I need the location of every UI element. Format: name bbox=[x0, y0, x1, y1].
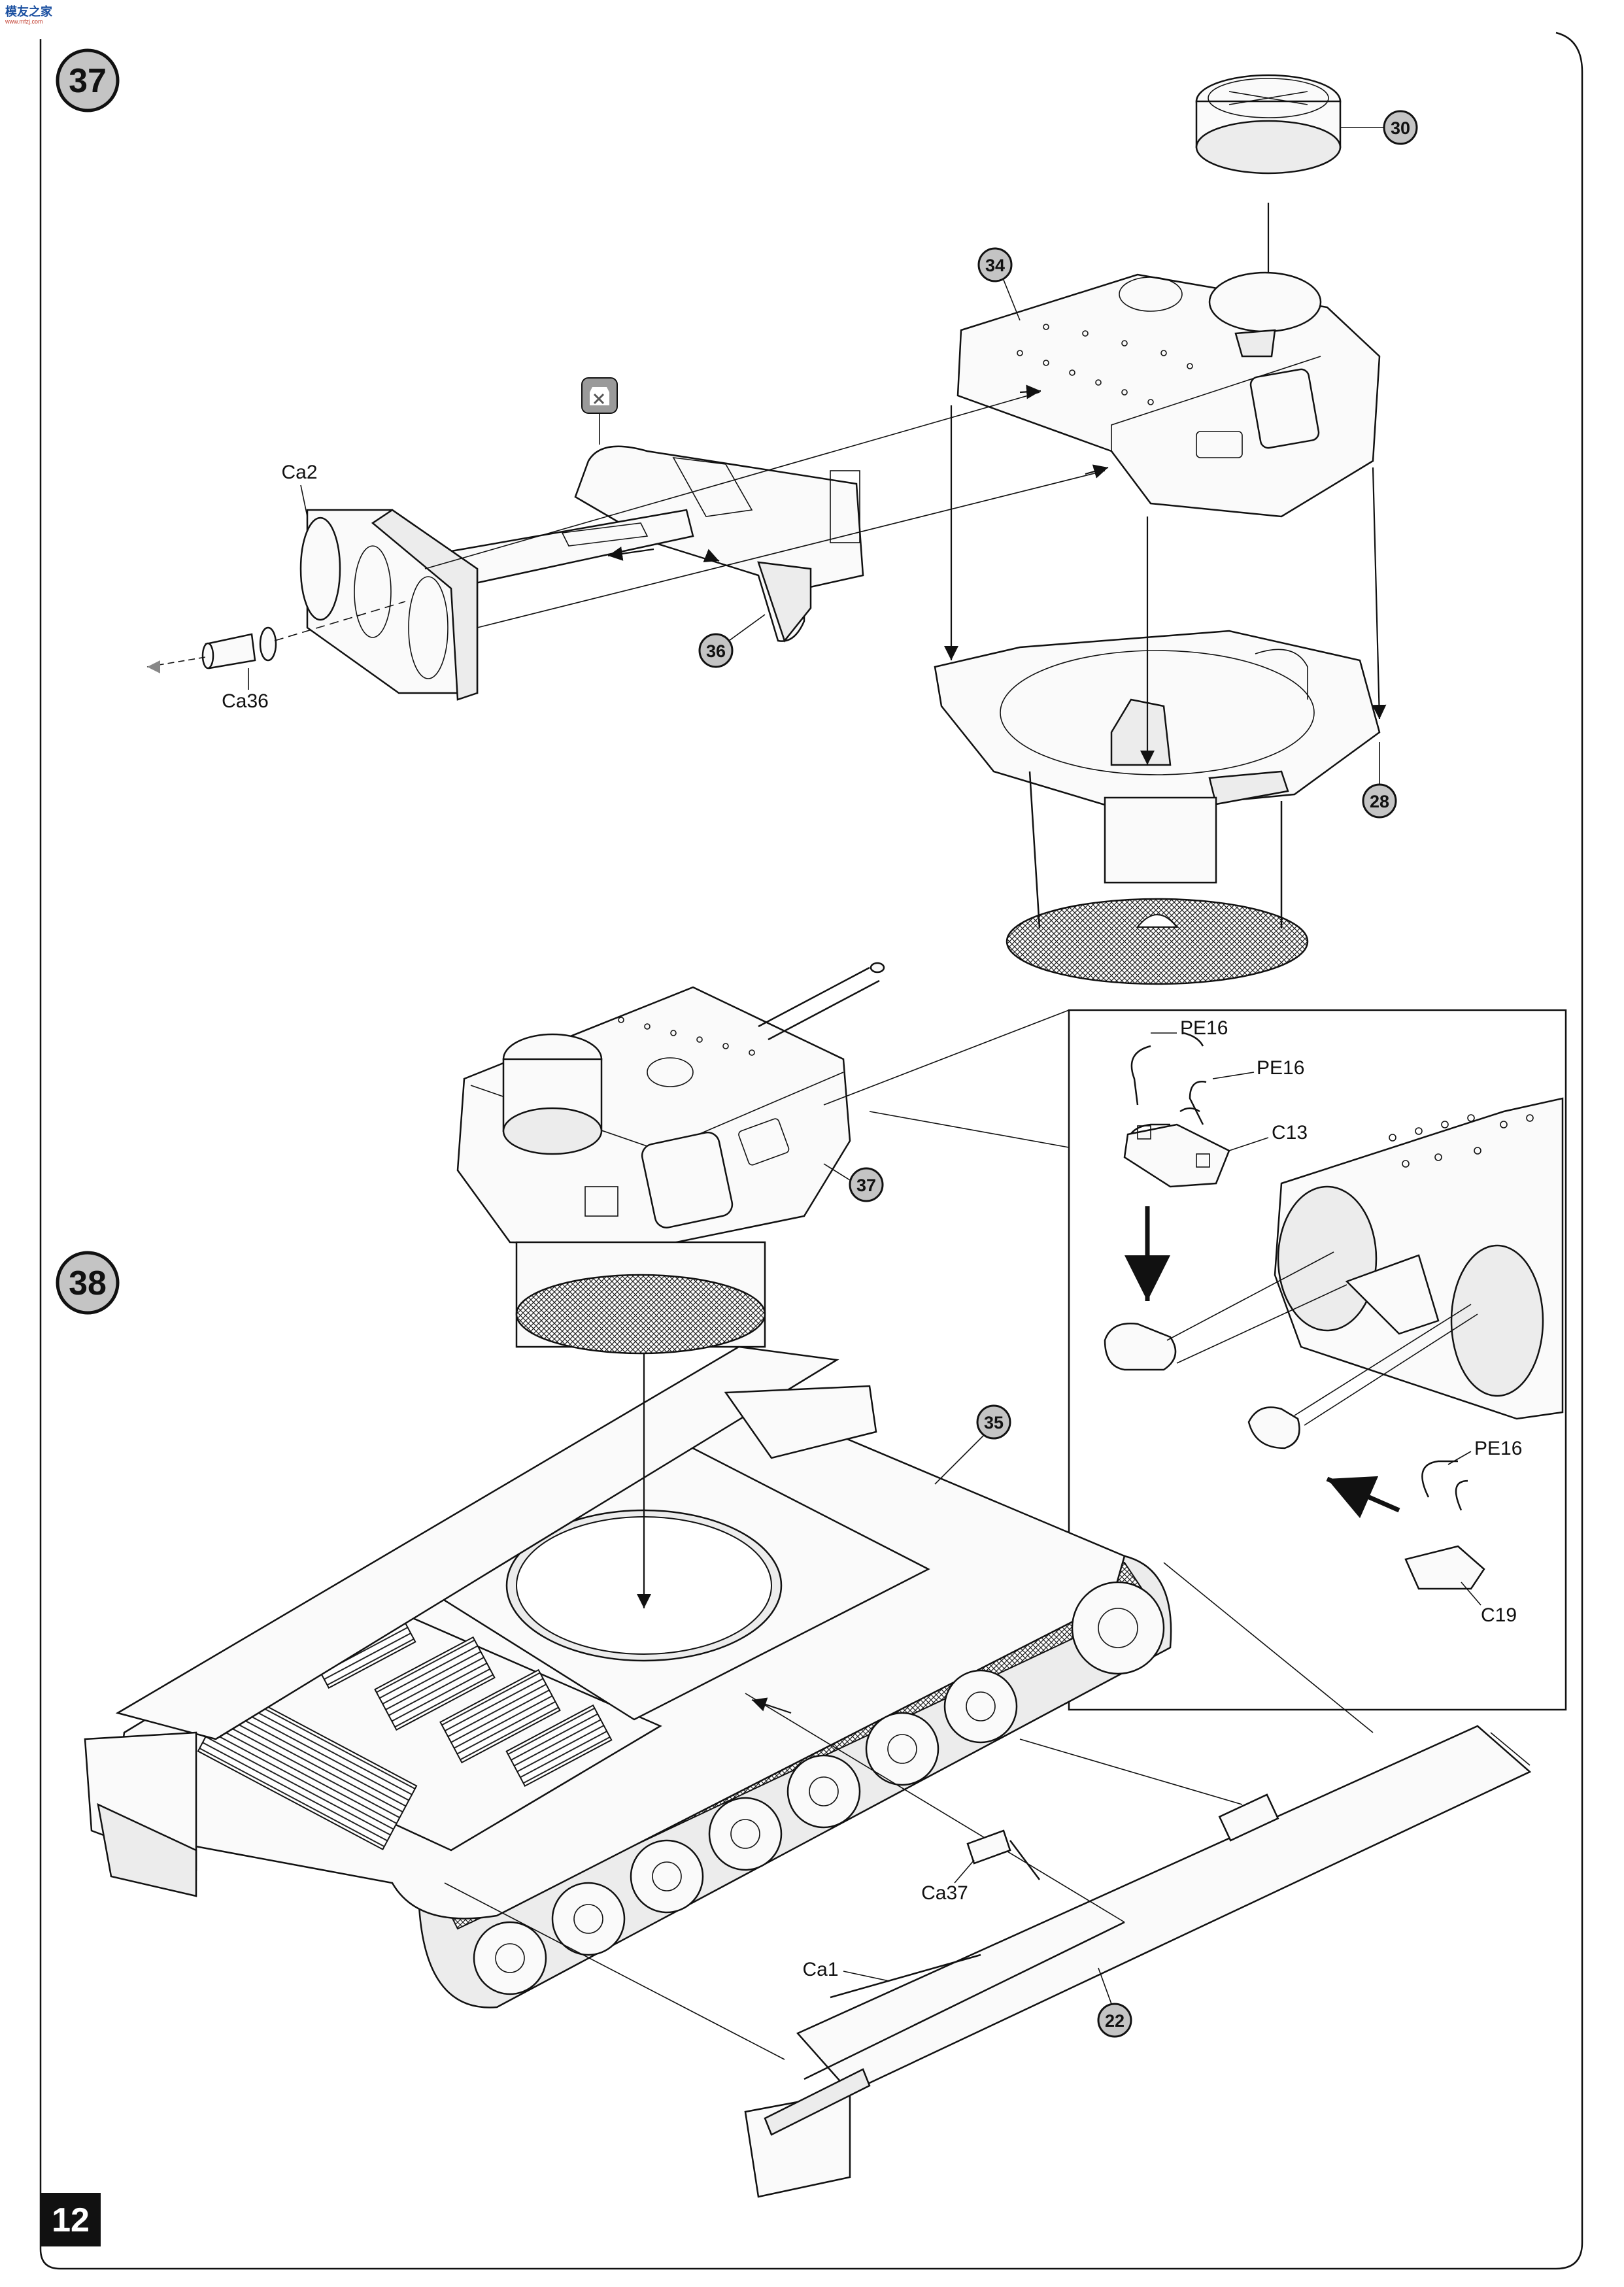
part-c13 bbox=[1123, 1123, 1230, 1188]
lift-hook-b bbox=[1247, 1406, 1300, 1449]
site-logo: 模友之家 www.mfzj.com bbox=[4, 3, 53, 25]
step-38-number: 38 bbox=[69, 1264, 107, 1302]
turret-top-part-34 bbox=[956, 271, 1381, 518]
page-number: 12 bbox=[52, 2201, 90, 2239]
callout-37 bbox=[849, 1167, 884, 1202]
callout-35 bbox=[976, 1404, 1011, 1440]
callout-30 bbox=[1383, 110, 1418, 145]
label-ca36: Ca36 bbox=[222, 690, 269, 712]
part-c19 bbox=[1404, 1545, 1485, 1590]
step-37-badge bbox=[56, 48, 120, 112]
cupola-part-30 bbox=[1195, 74, 1342, 175]
callout-22-label: 22 bbox=[1105, 2011, 1125, 2031]
assembled-turret-part-37 bbox=[456, 962, 885, 1355]
fender-part-22 bbox=[744, 1725, 1532, 2198]
step-38-badge bbox=[56, 1251, 120, 1315]
page-frame bbox=[39, 31, 1583, 2270]
label-ca1: Ca1 bbox=[802, 1959, 838, 1980]
turret-basket-part-28 bbox=[934, 630, 1381, 985]
hull-part-35 bbox=[84, 1346, 1172, 2008]
detail-inset: PE16 PE16 C13 bbox=[1104, 1017, 1564, 1626]
label-pe16-c: PE16 bbox=[1474, 1438, 1522, 1459]
label-pe16-b: PE16 bbox=[1257, 1057, 1304, 1079]
label-ca2: Ca2 bbox=[281, 462, 317, 483]
callout-36-label: 36 bbox=[706, 641, 726, 661]
arrow-left-install bbox=[1326, 1476, 1400, 1519]
part-ca37 bbox=[966, 1829, 1040, 1880]
callout-28-label: 28 bbox=[1370, 792, 1389, 811]
step-37-number: 37 bbox=[69, 62, 107, 100]
callout-37-label: 37 bbox=[856, 1176, 876, 1195]
label-c19: C19 bbox=[1481, 1604, 1517, 1626]
do-not-glue-icon bbox=[581, 377, 618, 414]
part-ca1 bbox=[830, 1954, 981, 1999]
lift-hook-a bbox=[1104, 1323, 1177, 1371]
arrow-to-mantlet bbox=[1019, 384, 1041, 399]
callout-36 bbox=[698, 633, 734, 668]
gun-assembly-part-36 bbox=[423, 445, 864, 643]
label-ca37: Ca37 bbox=[921, 1882, 968, 1904]
page-number-box bbox=[41, 2193, 101, 2246]
label-pe16-a: PE16 bbox=[1180, 1017, 1228, 1039]
callout-34-label: 34 bbox=[985, 256, 1005, 275]
callout-35-label: 35 bbox=[984, 1413, 1004, 1432]
coax-mg-part-ca36 bbox=[201, 626, 277, 669]
detail-inset-box bbox=[1068, 1009, 1567, 1711]
logo-text: 模友之家 bbox=[5, 5, 53, 18]
callout-30-label: 30 bbox=[1391, 118, 1410, 138]
callout-34 bbox=[977, 247, 1013, 282]
step-37: 37 30 bbox=[56, 48, 1418, 985]
label-c13: C13 bbox=[1272, 1122, 1308, 1144]
step-38: 38 37 bbox=[56, 962, 1567, 2198]
logo-sub-text: www.mfzj.com bbox=[5, 18, 43, 25]
callout-22 bbox=[1097, 2003, 1132, 2038]
mantlet-part-ca2 bbox=[299, 509, 479, 701]
